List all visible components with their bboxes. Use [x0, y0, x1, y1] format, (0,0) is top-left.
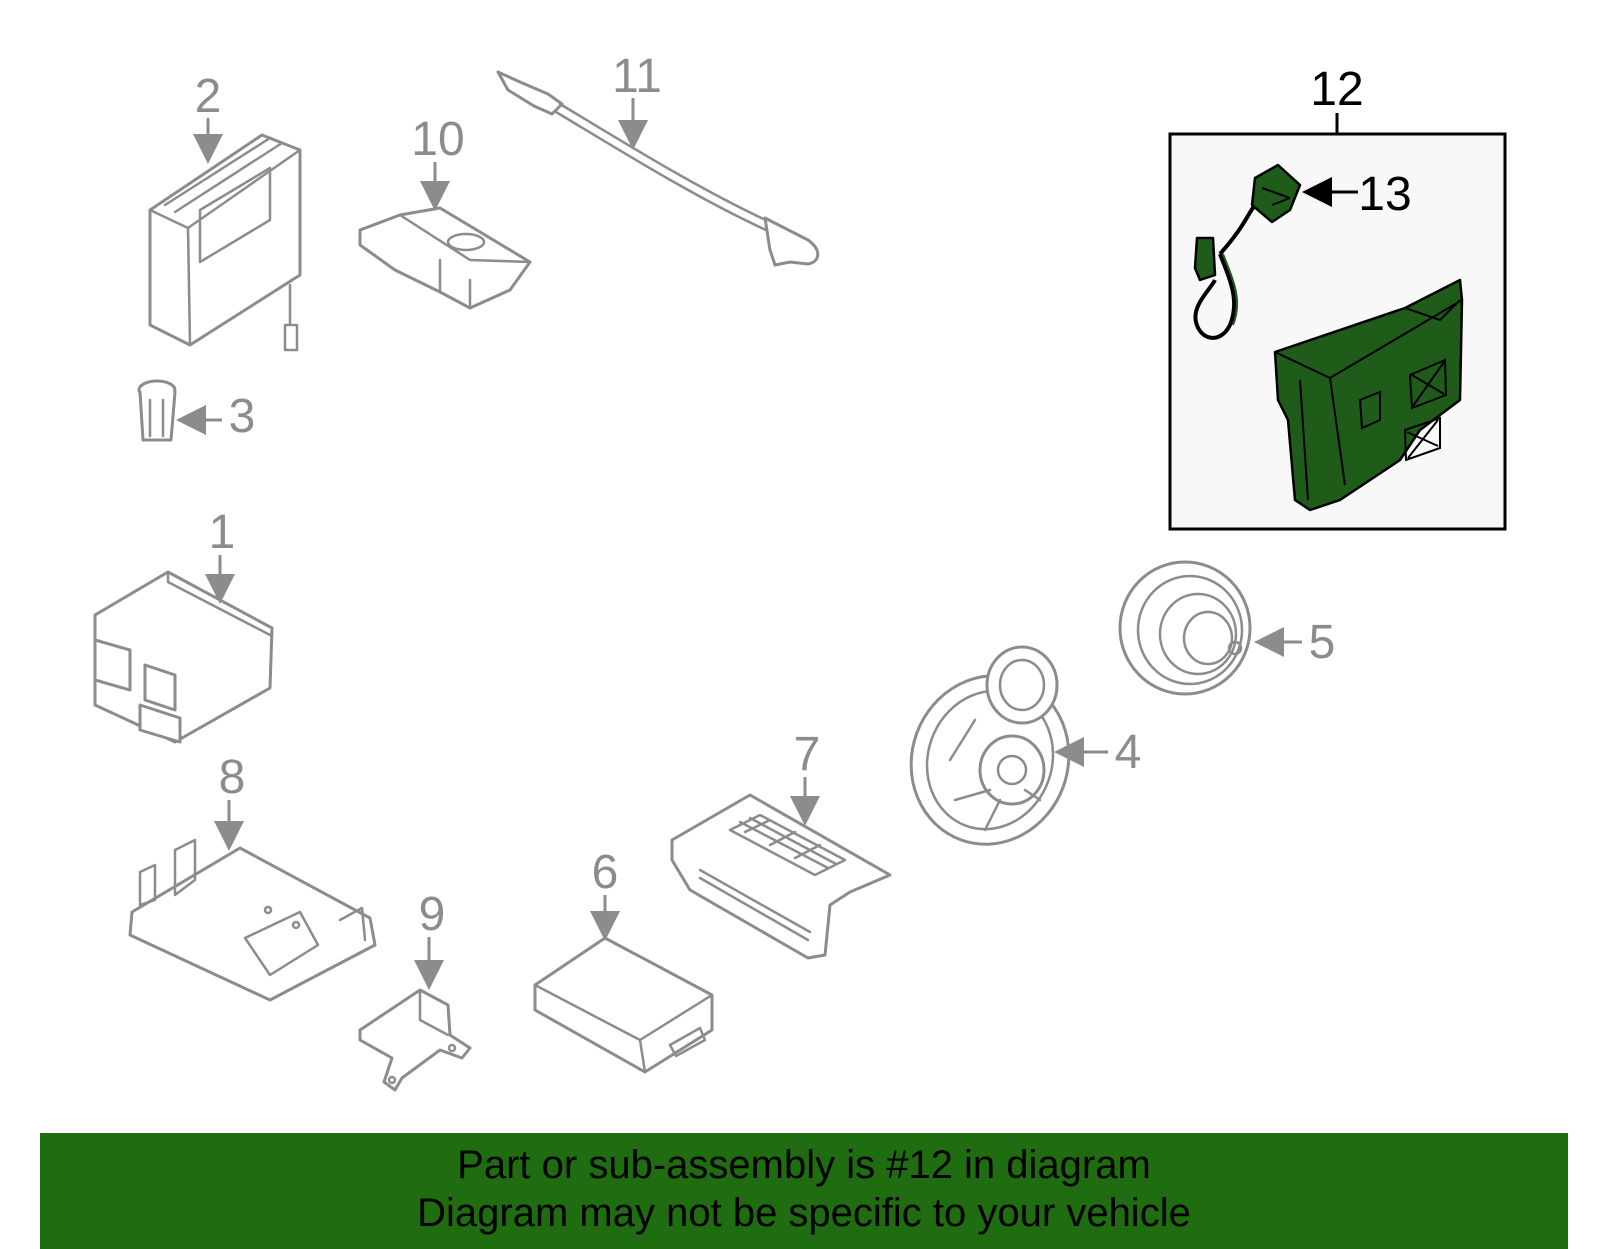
part-12-assembly[interactable]	[1193, 163, 1464, 512]
part-11-antenna-cable[interactable]	[496, 70, 820, 267]
part-7-speaker-grille[interactable]	[670, 793, 892, 960]
callout-13: 13	[1358, 168, 1411, 221]
callout-4: 4	[1115, 726, 1142, 779]
part-4-speaker[interactable]	[888, 645, 1093, 867]
part-8-bracket[interactable]	[128, 838, 377, 1002]
part-1-amplifier[interactable]	[93, 570, 274, 744]
footer-line-1: Part or sub-assembly is #12 in diagram	[457, 1143, 1151, 1187]
part-6-control-module[interactable]	[533, 936, 714, 1074]
callout-2: 2	[195, 70, 222, 123]
callout-6: 6	[592, 846, 619, 899]
callout-12: 12	[1310, 63, 1363, 116]
callout-1: 1	[209, 506, 236, 559]
footer-banner: Part or sub-assembly is #12 in diagram D…	[40, 1133, 1568, 1249]
part-10-module[interactable]	[358, 206, 532, 310]
callout-10: 10	[411, 113, 464, 166]
callout-5: 5	[1309, 616, 1336, 669]
part-9-small-bracket[interactable]	[358, 988, 472, 1092]
part-3-clip[interactable]	[137, 379, 177, 442]
callout-3: 3	[229, 390, 256, 443]
callout-7: 7	[794, 728, 821, 781]
callout-9: 9	[419, 888, 446, 941]
part-5-tweeter[interactable]	[1118, 560, 1252, 696]
callout-11: 11	[612, 50, 662, 103]
part-2-head-unit[interactable]	[148, 133, 302, 352]
footer-line-2: Diagram may not be specific to your vehi…	[417, 1191, 1191, 1235]
callout-8: 8	[219, 751, 246, 804]
